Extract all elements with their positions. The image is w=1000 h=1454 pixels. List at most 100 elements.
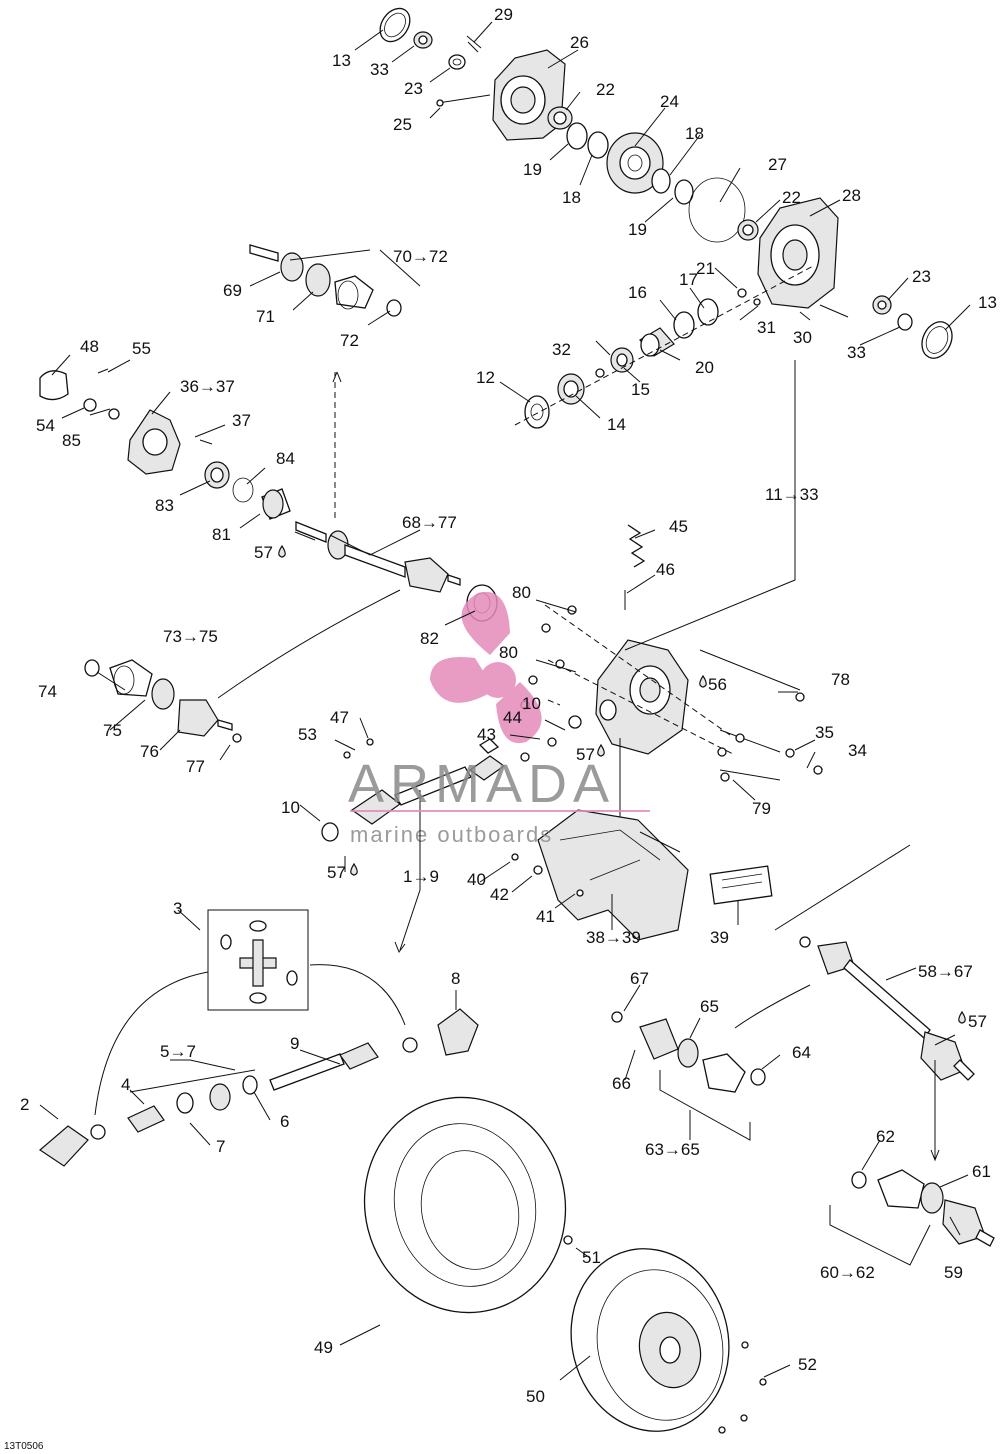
callout-32: 32 bbox=[552, 340, 571, 359]
callout-47: 47 bbox=[330, 708, 349, 727]
drive-shaft-right bbox=[734, 844, 975, 1162]
callout-22a: 22 bbox=[596, 80, 615, 99]
u-joint-kit bbox=[94, 909, 406, 1116]
callout-53: 53 bbox=[298, 725, 317, 744]
callout-12: 12 bbox=[476, 368, 495, 387]
callout-39: 39 bbox=[710, 928, 729, 947]
callout-82: 82 bbox=[420, 629, 439, 648]
callout-9: 9 bbox=[290, 1034, 299, 1053]
callout-3: 3 bbox=[173, 899, 182, 918]
drive-shaft-upper bbox=[295, 371, 498, 622]
callout-24: 24 bbox=[660, 92, 679, 111]
callout-26: 26 bbox=[570, 33, 589, 52]
callout-30: 30 bbox=[793, 328, 812, 347]
oil-drop-icon bbox=[350, 862, 358, 876]
callout-51: 51 bbox=[582, 1248, 601, 1267]
callout-70-72: 70→72 bbox=[393, 247, 448, 266]
callout-10b: 10 bbox=[281, 798, 300, 817]
propeller-shaft-lower bbox=[39, 1008, 479, 1167]
callout-57b: 57 bbox=[576, 745, 595, 764]
watermark: ARMADA marine outboards bbox=[348, 591, 650, 847]
oil-drop-icon bbox=[278, 544, 286, 558]
callout-65: 65 bbox=[700, 997, 719, 1016]
callout-29: 29 bbox=[494, 5, 513, 24]
callout-18b: 18 bbox=[562, 188, 581, 207]
callout-71: 71 bbox=[256, 307, 275, 326]
callout-6: 6 bbox=[280, 1112, 289, 1131]
callout-4: 4 bbox=[121, 1075, 130, 1094]
leader-arrow bbox=[217, 589, 401, 699]
callout-67: 67 bbox=[630, 969, 649, 988]
callout-38-39: 38→39 bbox=[586, 928, 641, 947]
callout-83: 83 bbox=[155, 496, 174, 515]
callout-20: 20 bbox=[695, 358, 714, 377]
callout-33b: 33 bbox=[847, 343, 866, 362]
callout-80b: 80 bbox=[499, 643, 518, 662]
callout-33a: 33 bbox=[370, 60, 389, 79]
oil-drop-icon bbox=[699, 674, 707, 688]
callout-55: 55 bbox=[132, 339, 151, 358]
callout-1-9: 1→9 bbox=[403, 867, 439, 886]
callout-labels: 13 33 23 29 26 25 22 24 19 18 18 27 19 2… bbox=[20, 5, 997, 1406]
differential-housing bbox=[520, 360, 823, 862]
callout-81: 81 bbox=[212, 525, 231, 544]
callout-73-75: 73→75 bbox=[163, 627, 218, 646]
callout-36-37: 36→37 bbox=[180, 377, 235, 396]
callout-57c: 57 bbox=[327, 863, 346, 882]
callout-13a: 13 bbox=[332, 51, 351, 70]
callout-37: 37 bbox=[232, 411, 251, 430]
hub-group bbox=[39, 368, 291, 520]
callout-42: 42 bbox=[490, 885, 509, 904]
callout-66: 66 bbox=[612, 1074, 631, 1093]
callout-75: 75 bbox=[103, 721, 122, 740]
callout-57d: 57 bbox=[968, 1012, 987, 1031]
oil-drop-icon bbox=[958, 1010, 966, 1024]
drawing-code: 13T0506 bbox=[4, 1441, 44, 1452]
callout-46: 46 bbox=[656, 560, 675, 579]
callout-8: 8 bbox=[451, 969, 460, 988]
cv-joint-kit-lower-right bbox=[829, 1169, 995, 1266]
lubricant-drop-icons bbox=[278, 544, 966, 1024]
callout-45: 45 bbox=[669, 517, 688, 536]
callout-31: 31 bbox=[757, 318, 776, 337]
callout-15: 15 bbox=[631, 380, 650, 399]
callout-22b: 22 bbox=[782, 188, 801, 207]
callout-13b: 13 bbox=[978, 293, 997, 312]
callout-57a: 57 bbox=[254, 543, 273, 562]
callout-23a: 23 bbox=[404, 79, 423, 98]
callout-43: 43 bbox=[477, 725, 496, 744]
callout-56: 56 bbox=[708, 675, 727, 694]
watermark-tagline: marine outboards bbox=[350, 822, 553, 847]
skid-plate bbox=[511, 809, 773, 941]
callout-19b: 19 bbox=[628, 220, 647, 239]
callout-11-33: 11→33 bbox=[765, 485, 819, 504]
callout-41: 41 bbox=[536, 907, 555, 926]
callout-2: 2 bbox=[20, 1095, 29, 1114]
callout-19a: 19 bbox=[523, 160, 542, 179]
callout-10a: 10 bbox=[522, 694, 541, 713]
callout-50: 50 bbox=[526, 1387, 545, 1406]
callout-34: 34 bbox=[848, 741, 867, 760]
watermark-brand: ARMADA bbox=[348, 754, 615, 814]
callout-77: 77 bbox=[186, 757, 205, 776]
callout-78: 78 bbox=[831, 670, 850, 689]
callout-28: 28 bbox=[842, 186, 861, 205]
callout-16: 16 bbox=[628, 283, 647, 302]
callout-85: 85 bbox=[62, 431, 81, 450]
propeller-shaft-upper bbox=[321, 738, 506, 954]
callout-5-7: 5→7 bbox=[160, 1042, 196, 1061]
callout-25: 25 bbox=[393, 115, 412, 134]
callout-64: 64 bbox=[792, 1043, 811, 1062]
callout-74: 74 bbox=[38, 682, 57, 701]
callout-52: 52 bbox=[798, 1355, 817, 1374]
callout-49: 49 bbox=[314, 1338, 333, 1357]
callout-14: 14 bbox=[607, 415, 626, 434]
callout-23b: 23 bbox=[912, 267, 931, 286]
oil-drop-icon bbox=[597, 743, 605, 757]
callout-7: 7 bbox=[216, 1137, 225, 1156]
callout-72: 72 bbox=[340, 331, 359, 350]
callout-76: 76 bbox=[140, 742, 159, 761]
callout-44: 44 bbox=[503, 708, 522, 727]
